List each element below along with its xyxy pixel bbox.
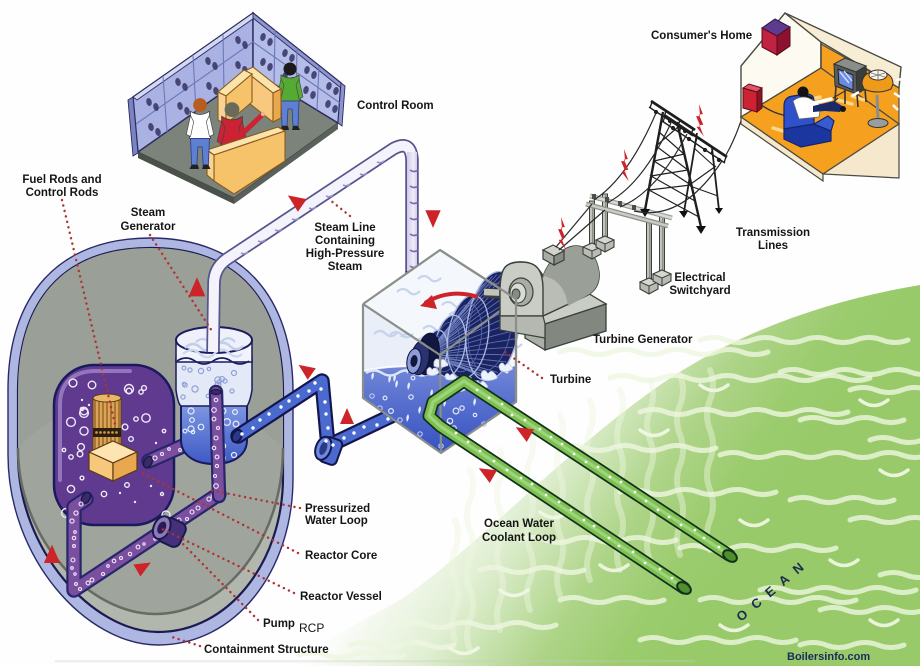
svg-text:Control Rods: Control Rods — [26, 187, 99, 199]
svg-text:RCP: RCP — [299, 621, 324, 635]
svg-text:Fuel Rods and: Fuel Rods and — [22, 174, 101, 186]
svg-text:Electrical: Electrical — [674, 272, 725, 284]
svg-text:Steam: Steam — [328, 261, 363, 273]
svg-text:Steam Line: Steam Line — [314, 222, 375, 234]
svg-text:High-Pressure: High-Pressure — [306, 248, 385, 260]
svg-text:Containment Structure: Containment Structure — [204, 644, 329, 656]
svg-text:Pressurized: Pressurized — [305, 503, 370, 515]
svg-text:Control Room: Control Room — [357, 100, 434, 112]
svg-text:Water Loop: Water Loop — [305, 515, 368, 527]
svg-text:Reactor Vessel: Reactor Vessel — [300, 591, 382, 603]
svg-text:Containing: Containing — [315, 235, 375, 247]
svg-text:Ocean Water: Ocean Water — [484, 518, 554, 530]
svg-text:Reactor Core: Reactor Core — [305, 550, 377, 562]
svg-text:Steam: Steam — [131, 207, 166, 219]
svg-text:Turbine Generator: Turbine Generator — [593, 334, 693, 346]
svg-text:Consumer's Home: Consumer's Home — [651, 30, 752, 42]
svg-text:Lines: Lines — [758, 240, 788, 252]
svg-text:Switchyard: Switchyard — [669, 285, 730, 297]
svg-text:Boilersinfo.com: Boilersinfo.com — [787, 651, 870, 663]
svg-text:Pump: Pump — [263, 618, 295, 630]
svg-text:Transmission: Transmission — [736, 227, 810, 239]
svg-text:Coolant Loop: Coolant Loop — [482, 532, 556, 544]
svg-text:Turbine: Turbine — [550, 374, 591, 386]
svg-text:Generator: Generator — [121, 221, 176, 233]
